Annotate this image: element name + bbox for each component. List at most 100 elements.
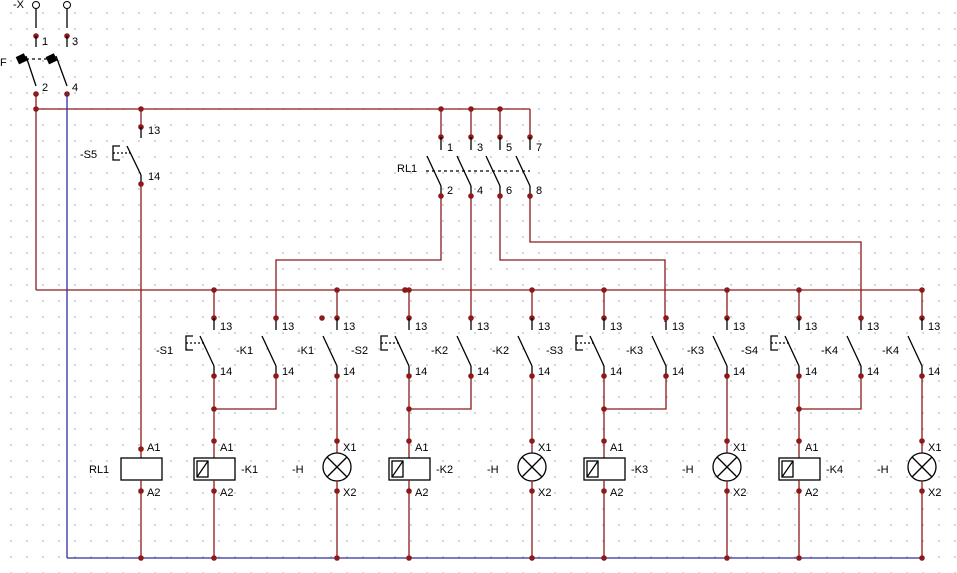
lamp-pin-x1: X1: [343, 442, 356, 454]
lamp-pin-x2: X2: [928, 487, 941, 499]
lamp-pin-x1: X1: [928, 442, 941, 454]
contact-pin-top: 13: [343, 321, 355, 333]
junction-node: [724, 555, 730, 561]
output-contact-tag: -K3: [687, 345, 704, 357]
output-contact-tag: -K4: [882, 345, 899, 357]
supply-terminals: -X: [13, 0, 71, 28]
lamp-pin-x1: X1: [538, 442, 551, 454]
contact-pin-bottom: 14: [220, 366, 232, 378]
switch-s5: -S5 13 14: [80, 124, 160, 187]
contact-pin-top: 13: [538, 321, 550, 333]
bus-nodes: [33, 106, 503, 112]
junction-node: [724, 488, 730, 494]
switch-tag: -S2: [351, 345, 368, 357]
contact-pin-top: 13: [867, 321, 879, 333]
lamp-pin-x2: X2: [733, 487, 746, 499]
breaker-pin-4: 4: [72, 82, 78, 94]
coil-tag: -K4: [826, 464, 843, 476]
coil-pin-a1: A1: [610, 442, 623, 454]
junction-node: [724, 438, 730, 444]
junction-node: [406, 555, 412, 561]
junction-node: [529, 488, 535, 494]
junction-node: [796, 438, 802, 444]
junction-node: [663, 315, 669, 321]
lamp-tag: -H: [292, 464, 304, 476]
contact-pin-bottom: 14: [867, 366, 879, 378]
junction-node: [334, 438, 340, 444]
s5-pin-top: 13: [148, 125, 160, 137]
rl1-contacts: RL1 1 2 3 4 5 6 7 8: [397, 134, 542, 199]
junction-node: [402, 287, 408, 293]
contact-pin-bottom: 14: [672, 366, 684, 378]
contactor-tag: -K1: [236, 345, 253, 357]
supply-terminal-right: [63, 1, 71, 9]
lamp-pin-x2: X2: [343, 487, 356, 499]
coil-tag: -K2: [436, 464, 453, 476]
coil-tag: -K3: [631, 464, 648, 476]
rl1-pin-4: 4: [477, 185, 483, 197]
junction-node: [919, 555, 925, 561]
breaker-pin-3: 3: [72, 36, 78, 48]
supply-terminal-left: [32, 1, 40, 9]
lamp-tag: -H: [487, 464, 499, 476]
junction-node: [919, 488, 925, 494]
switch-tag: -S3: [546, 345, 563, 357]
junction-node: [334, 488, 340, 494]
contactor-tag: -K3: [626, 345, 643, 357]
junction-node: [211, 555, 217, 561]
spare-terminal: [319, 315, 325, 321]
rl1-pin-5: 5: [506, 142, 512, 154]
coil-pin-a2: A2: [610, 487, 623, 499]
contactor-tag: -K4: [821, 345, 838, 357]
coil-pin-a2: A2: [220, 487, 233, 499]
rl1-coil-a2: A2: [147, 487, 160, 499]
rl1-pin-6: 6: [506, 185, 512, 197]
breaker-pin-1: 1: [42, 36, 48, 48]
contact-pin-top: 13: [610, 321, 622, 333]
s5-tag: -S5: [80, 149, 97, 161]
contact-pin-top: 13: [928, 321, 940, 333]
junction-node: [796, 555, 802, 561]
junction-node: [468, 315, 474, 321]
coil-pin-a2: A2: [415, 487, 428, 499]
contact-pin-bottom: 14: [415, 366, 427, 378]
switch-tag: -S4: [741, 345, 758, 357]
contact-pin-top: 13: [733, 321, 745, 333]
junction-node: [273, 315, 279, 321]
control-groups: 1314-S11314-K1A1A2-K11314-K1X1X2-H1314-S…: [156, 287, 941, 561]
junction-node: [858, 315, 864, 321]
contact-pin-bottom: 14: [538, 366, 550, 378]
contactor-tag: -K2: [431, 345, 448, 357]
rl1-coil-tag: RL1: [89, 464, 109, 476]
coil-pin-a1: A1: [805, 442, 818, 454]
contact-pin-top: 13: [672, 321, 684, 333]
junction-node: [211, 438, 217, 444]
junction-node: [406, 438, 412, 444]
rl1-coil-a1: A1: [147, 442, 160, 454]
coil-pin-a1: A1: [220, 442, 233, 454]
contact-pin-bottom: 14: [477, 366, 489, 378]
lamp-pin-x2: X2: [538, 487, 551, 499]
s5-pin-bottom: 14: [148, 171, 160, 183]
junction-node: [211, 488, 217, 494]
lamp-pin-x1: X1: [733, 442, 746, 454]
junction-node: [529, 555, 535, 561]
junction-node: [796, 488, 802, 494]
contact-pin-top: 13: [477, 321, 489, 333]
coil-tag: -K1: [241, 464, 258, 476]
rl1-pin-7: 7: [536, 142, 542, 154]
contact-pin-bottom: 14: [343, 366, 355, 378]
junction-node: [334, 555, 340, 561]
rl1-coil: RL1 A1 A2: [89, 442, 163, 561]
breaker-pin-2: 2: [42, 82, 48, 94]
junction-node: [601, 438, 607, 444]
contact-pin-bottom: 14: [805, 366, 817, 378]
junction-node: [406, 488, 412, 494]
junction-node: [529, 438, 535, 444]
output-contact-tag: -K2: [492, 345, 509, 357]
